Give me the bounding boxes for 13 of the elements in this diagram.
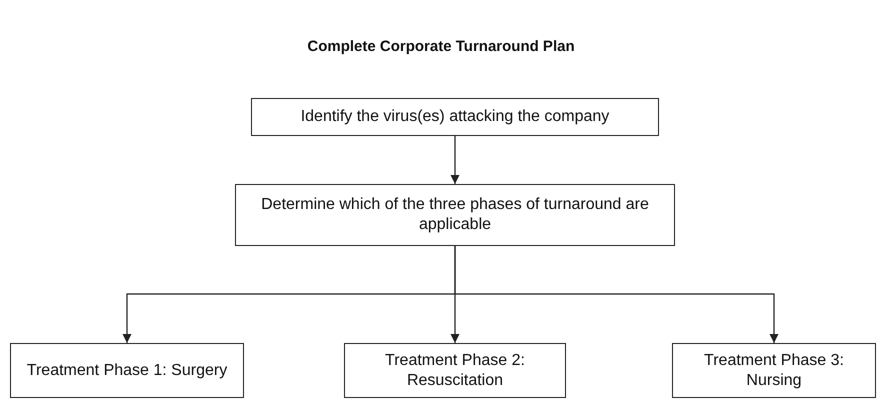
process-box (672, 343, 876, 398)
box-text: Determine which of the three phases of turnaround are applicable (260, 195, 650, 235)
box-text: Treatment Phase 1: Surgery (26, 360, 228, 380)
box-text: Treatment Phase 3: Nursing (703, 350, 845, 390)
diagram-title: Complete Corporate Turnaround Plan (306, 38, 576, 55)
process-box (251, 98, 659, 136)
process-box (10, 343, 244, 398)
box-text: Identify the virus(es) attacking the company (300, 107, 610, 127)
box-text: Treatment Phase 2: Resuscitation (384, 350, 526, 390)
arrow (450, 136, 460, 184)
process-box (344, 343, 566, 398)
arrow (454, 246, 778, 343)
process-box (235, 184, 675, 246)
